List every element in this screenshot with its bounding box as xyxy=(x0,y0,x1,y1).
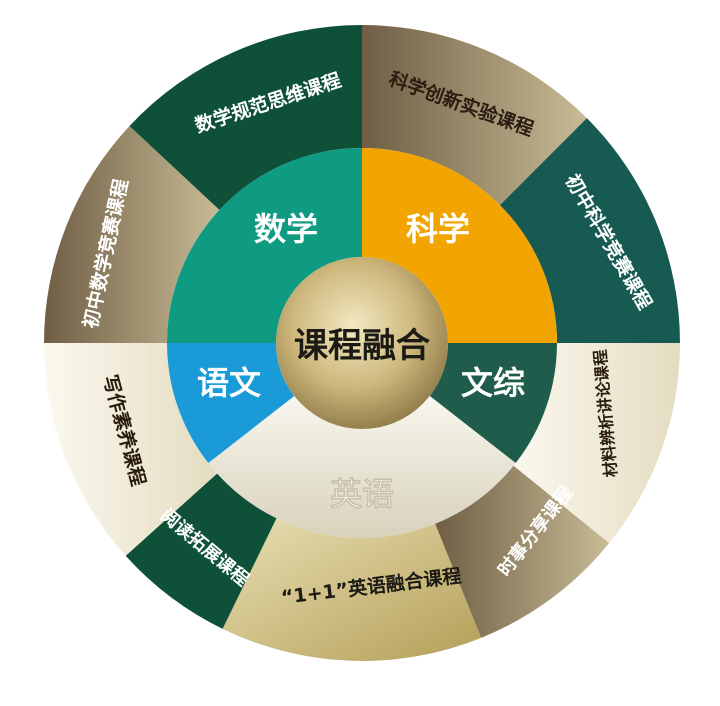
segment-material-analysis[interactable] xyxy=(513,343,680,544)
inner-ring xyxy=(167,148,557,538)
segment-science[interactable] xyxy=(362,148,557,343)
segment-math[interactable] xyxy=(167,148,362,343)
label-english: 英语 xyxy=(330,475,394,513)
center-label: 课程融合 xyxy=(294,326,430,366)
segment-reading-expansion[interactable] xyxy=(125,473,277,629)
segment-science-innovation[interactable] xyxy=(362,25,587,206)
label-science: 科学 xyxy=(406,210,470,248)
segment-math-contest[interactable] xyxy=(44,126,220,344)
segment-social[interactable] xyxy=(429,343,557,464)
label-social: 文综 xyxy=(461,364,525,402)
segment-current-affairs[interactable] xyxy=(435,465,610,638)
segment-english-fusion[interactable] xyxy=(222,518,482,662)
label-chinese: 语文 xyxy=(197,364,261,402)
label-math: 数学 xyxy=(254,210,318,248)
segment-math-thinking[interactable] xyxy=(129,25,362,211)
segment-chinese[interactable] xyxy=(167,343,295,464)
segment-writing-literacy[interactable] xyxy=(44,343,218,556)
segment-english[interactable] xyxy=(208,395,516,538)
outer-ring xyxy=(44,25,680,662)
segment-science-contest[interactable] xyxy=(499,118,680,343)
center-hub xyxy=(276,257,448,429)
